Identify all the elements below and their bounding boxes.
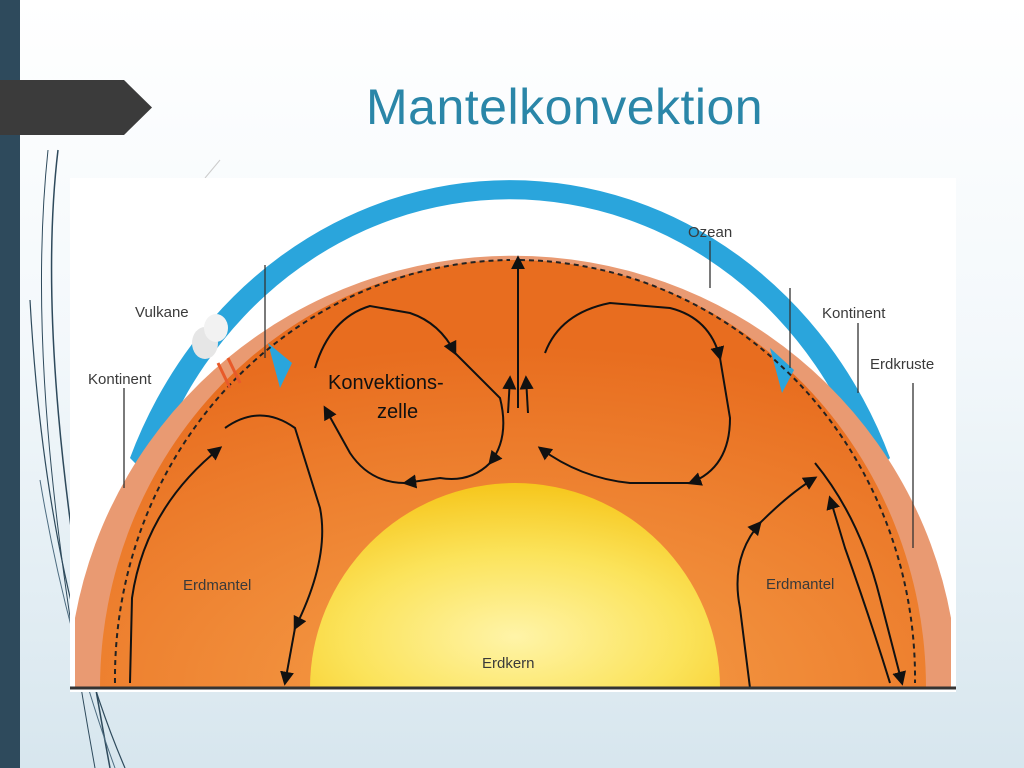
label-konvektionszelle-line1: Konvektions- — [328, 372, 444, 394]
mantle-layer — [100, 260, 926, 688]
label-erdmantel-left: Erdmantel — [183, 577, 251, 594]
left-accent-bar — [0, 0, 20, 768]
volcano-icon — [192, 314, 242, 389]
earth-cross-section: Ozean Vulkane Kontinent Kontinent Erdkru… — [70, 180, 956, 690]
slide-title: Mantelkonvektion — [366, 79, 764, 135]
mantle-convection-diagram: Ozean Vulkane Kontinent Kontinent Erdkru… — [70, 178, 956, 692]
earth-core — [310, 483, 720, 688]
label-konvektionszelle-line2: zelle — [377, 401, 418, 423]
label-erdmantel-right: Erdmantel — [766, 576, 834, 593]
label-ozean: Ozean — [688, 224, 732, 241]
label-erdkern: Erdkern — [482, 655, 535, 672]
label-kontinent-right: Kontinent — [822, 305, 886, 322]
label-vulkane: Vulkane — [135, 304, 189, 321]
label-erdkruste: Erdkruste — [870, 356, 934, 373]
title-tab-arrow — [0, 80, 152, 135]
label-kontinent-left: Kontinent — [88, 371, 152, 388]
